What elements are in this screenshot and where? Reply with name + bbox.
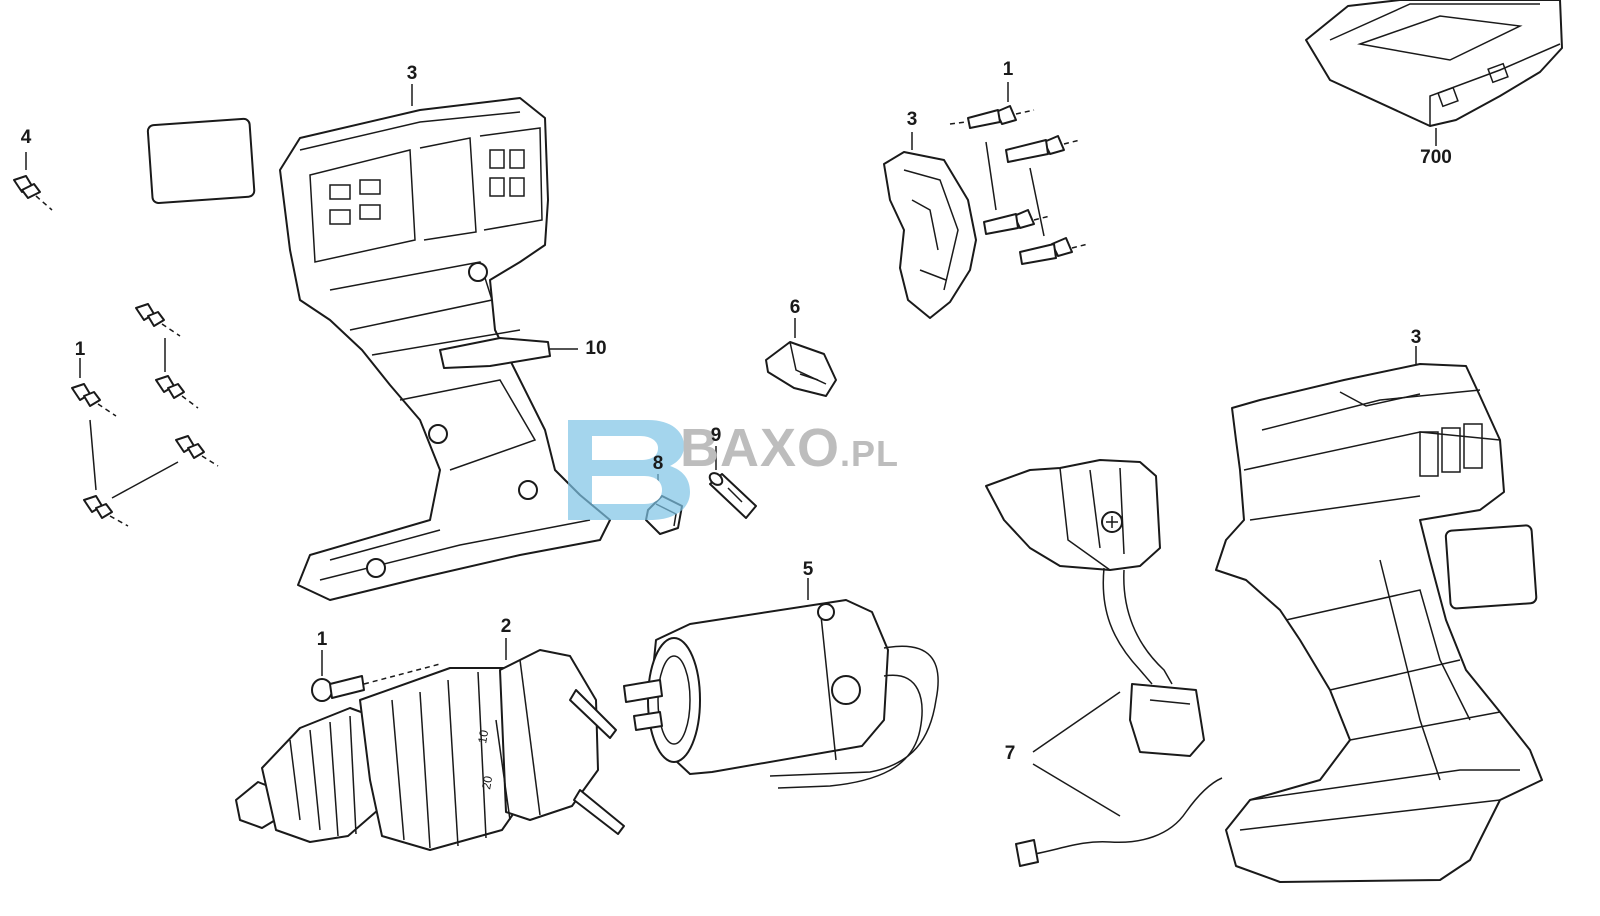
callout-battery: 700	[1420, 147, 1452, 168]
watermark-suffix: .PL	[840, 433, 900, 474]
part-9-pin	[708, 446, 757, 519]
screw-4	[13, 152, 53, 211]
callout-housing-right: 3	[1410, 327, 1422, 348]
screws-group-center	[949, 82, 1089, 265]
battery-pack	[1305, 0, 1563, 146]
callout-screw-4: 4	[20, 127, 32, 148]
callout-housing-center: 3	[906, 109, 918, 130]
watermark-text: BAXO	[680, 418, 841, 478]
watermark: BAXO.PL	[560, 418, 1040, 478]
callout-screws-left: 1	[74, 339, 86, 360]
callout-clip-10: 10	[585, 338, 607, 359]
housing-right	[1215, 346, 1543, 883]
callout-screws-center: 1	[1002, 59, 1014, 80]
housing-center	[883, 132, 977, 319]
callout-part-8: 8	[652, 453, 664, 474]
callout-housing-left: 3	[406, 63, 418, 84]
callout-motor: 5	[802, 559, 814, 580]
screws-group-left	[71, 303, 219, 527]
housing-half-left	[279, 84, 611, 601]
svg-text:20: 20	[479, 775, 495, 791]
part-6-brush	[765, 318, 837, 397]
callout-gearbox: 2	[500, 616, 512, 637]
switch-assembly	[985, 459, 1223, 867]
watermark-logo-mark	[568, 420, 690, 520]
svg-text:10: 10	[475, 729, 491, 745]
callout-part-6: 6	[789, 297, 801, 318]
callout-screw-chuck: 1	[316, 629, 328, 650]
label-plate-left	[146, 117, 256, 204]
callout-part-9: 9	[710, 425, 722, 446]
gearbox-chuck: 10 20	[235, 638, 625, 851]
callout-switch: 7	[1004, 743, 1016, 764]
motor	[623, 578, 939, 789]
